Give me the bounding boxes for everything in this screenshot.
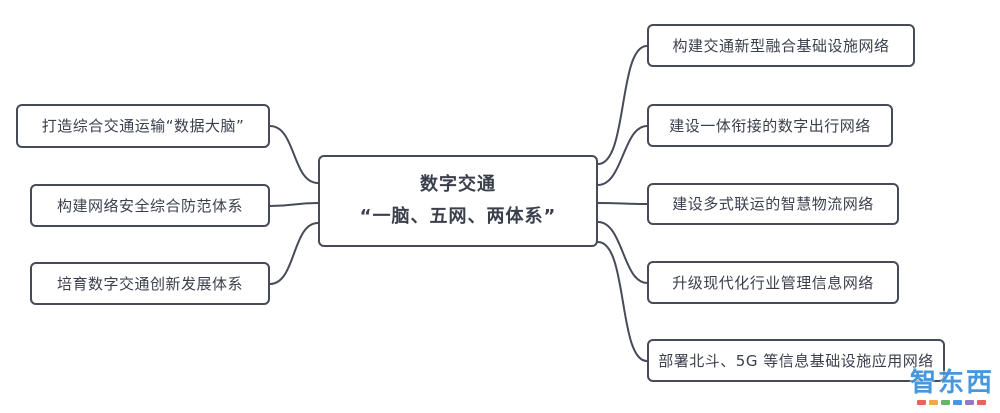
center-node: 数字交通 “一脑、五网、两体系” xyxy=(318,155,598,247)
right-node-industry-management-network: 升级现代化行业管理信息网络 xyxy=(647,261,899,304)
watermark-logo-text: 智东西 xyxy=(909,368,994,398)
watermark: 智东西 xyxy=(910,362,994,405)
right-node-beidou-5g-network: 部署北斗、5G 等信息基础设施应用网络 xyxy=(647,339,945,382)
connector-right-5 xyxy=(597,241,648,362)
right-node-digital-travel-network: 建设一体衔接的数字出行网络 xyxy=(647,104,893,147)
left-node-innovation-system: 培育数字交通创新发展体系 xyxy=(30,262,270,305)
connector-right-3 xyxy=(597,202,648,205)
right-node-smart-logistics-network: 建设多式联运的智慧物流网络 xyxy=(647,183,899,225)
connector-right-1 xyxy=(597,45,648,165)
left-node-network-security: 构建网络安全综合防范体系 xyxy=(30,184,270,227)
center-node-title-line1: 数字交通 xyxy=(420,173,496,195)
left-node-data-brain: 打造综合交通运输“数据大脑” xyxy=(16,104,270,148)
connector-right-2 xyxy=(597,125,648,186)
connector-left-1 xyxy=(269,125,319,184)
connector-right-4 xyxy=(597,221,648,284)
connector-left-3 xyxy=(269,222,319,285)
right-node-infrastructure-network: 构建交通新型融合基础设施网络 xyxy=(647,24,915,67)
connector-left-2 xyxy=(269,202,319,207)
watermark-decoration xyxy=(917,400,987,405)
center-node-title-line2: “一脑、五网、两体系” xyxy=(359,206,557,227)
